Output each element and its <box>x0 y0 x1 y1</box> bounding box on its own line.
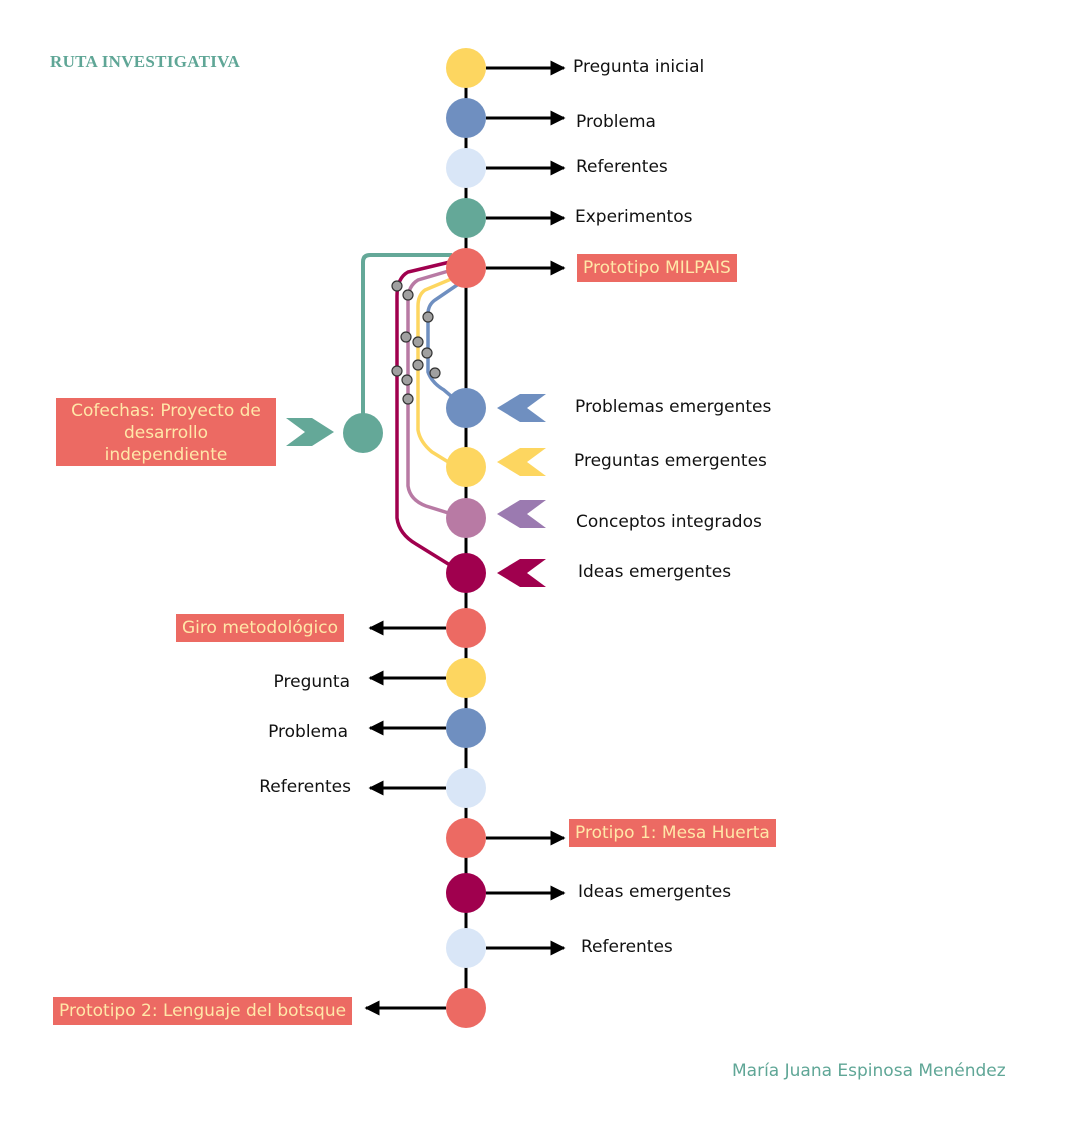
side-branch-line <box>361 253 452 452</box>
node-giro-metodologico <box>446 608 486 648</box>
curve-problemas <box>426 281 461 404</box>
node-referentes-3 <box>446 928 486 968</box>
chevron-preguntas-icon <box>497 448 546 476</box>
label-problemas-emergentes: Problemas emergentes <box>575 397 772 417</box>
node-conceptos-integrados <box>446 498 486 538</box>
label-problema-2: Problema <box>268 722 348 742</box>
box-giro-metodologico: Giro metodológico <box>176 614 344 642</box>
label-conceptos-integrados: Conceptos integrados <box>576 512 762 532</box>
chevron-cofechas-icon <box>286 418 334 446</box>
node-protipo-mesa-huerta <box>446 818 486 858</box>
label-pregunta-inicial: Pregunta inicial <box>573 57 705 77</box>
node-problemas-emergentes <box>446 388 486 428</box>
page-title: RUTA INVESTIGATIVA <box>50 52 241 71</box>
label-referentes: Referentes <box>576 157 668 177</box>
junction-dots <box>391 280 441 405</box>
chevron-ideas-icon <box>497 559 546 587</box>
node-problema <box>446 98 486 138</box>
timeline-nodes <box>343 48 486 1028</box>
node-cofechas <box>343 413 383 453</box>
chevron-conceptos-icon <box>497 500 546 528</box>
box-cofechas: Cofechas: Proyecto de desarrollo indepen… <box>56 398 276 466</box>
box-protipo-mesa-huerta: Protipo 1: Mesa Huerta <box>569 819 776 847</box>
node-ideas-emergentes <box>446 553 486 593</box>
node-preguntas-emergentes <box>446 447 486 487</box>
box-prototipo-milpais: Prototipo MILPAIS <box>577 254 737 282</box>
node-ideas-emergentes-2 <box>446 873 486 913</box>
author-credit: María Juana Espinosa Menéndez <box>732 1061 1006 1081</box>
node-pregunta-inicial <box>446 48 486 88</box>
node-pregunta <box>446 658 486 698</box>
arrows <box>364 60 566 1016</box>
label-ideas-emergentes: Ideas emergentes <box>578 562 732 582</box>
node-prototipo-lenguaje <box>446 988 486 1028</box>
label-referentes-2: Referentes <box>259 777 351 797</box>
curve-conceptos <box>406 268 459 518</box>
box-prototipo-lenguaje: Prototipo 2: Lenguaje del botsque <box>53 997 353 1025</box>
node-referentes <box>446 148 486 188</box>
label-pregunta: Pregunta <box>273 672 350 692</box>
node-experimentos <box>446 198 486 238</box>
node-prototipo-milpais <box>446 248 486 288</box>
label-ideas-emergentes-2: Ideas emergentes <box>578 882 732 902</box>
label-experimentos: Experimentos <box>575 207 693 227</box>
label-referentes-3: Referentes <box>581 937 673 957</box>
chevron-problemas-icon <box>497 394 546 422</box>
node-problema-2 <box>446 708 486 748</box>
node-referentes-2 <box>446 768 486 808</box>
label-preguntas-emergentes: Preguntas emergentes <box>574 451 767 471</box>
label-problema: Problema <box>576 112 656 132</box>
curve-ideas <box>395 260 459 572</box>
